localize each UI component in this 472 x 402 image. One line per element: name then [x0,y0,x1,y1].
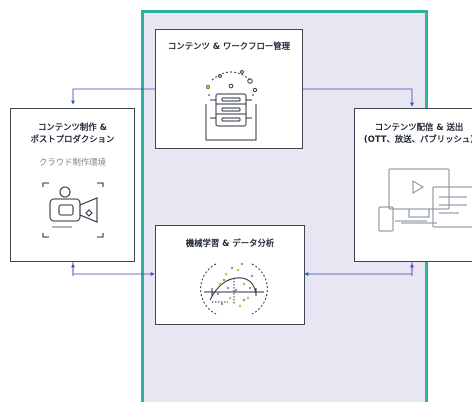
content-production-box: コンテンツ制作 & ポストプロダクション クラウド制作環境 [10,108,135,262]
data-scatter-analysis-icon [200,262,268,315]
video-camera-icon [42,182,104,238]
arrow-management-to-distribution [303,88,414,107]
content-production-subtitle: クラウド制作環境 [39,157,106,167]
content-production-title-line2: ポストプロダクション [30,134,115,144]
devices-icon [378,168,472,232]
storage-workflow-icon [205,70,258,141]
ml-analytics-box: 機械学習 & データ分析 [155,225,305,325]
content-distribution-title-line2: (OTT、放送、パブリッシュ) [363,134,472,144]
arrow-distribution-to-ml [304,262,413,276]
arrow-management-to-production [71,88,155,105]
content-distribution-box: コンテンツ配信 & 送出 (OTT、放送、パブリッシュ) [354,108,472,262]
content-management-box: コンテンツ & ワークフロー管理 [155,29,303,149]
arrow-production-to-ml [72,262,155,276]
content-production-title-line1: コンテンツ制作 & [38,122,107,132]
content-distribution-title-line1: コンテンツ配信 & 送出 [374,122,464,132]
ml-analytics-title: 機械学習 & データ分析 [185,238,275,248]
content-management-title: コンテンツ & ワークフロー管理 [167,41,290,51]
